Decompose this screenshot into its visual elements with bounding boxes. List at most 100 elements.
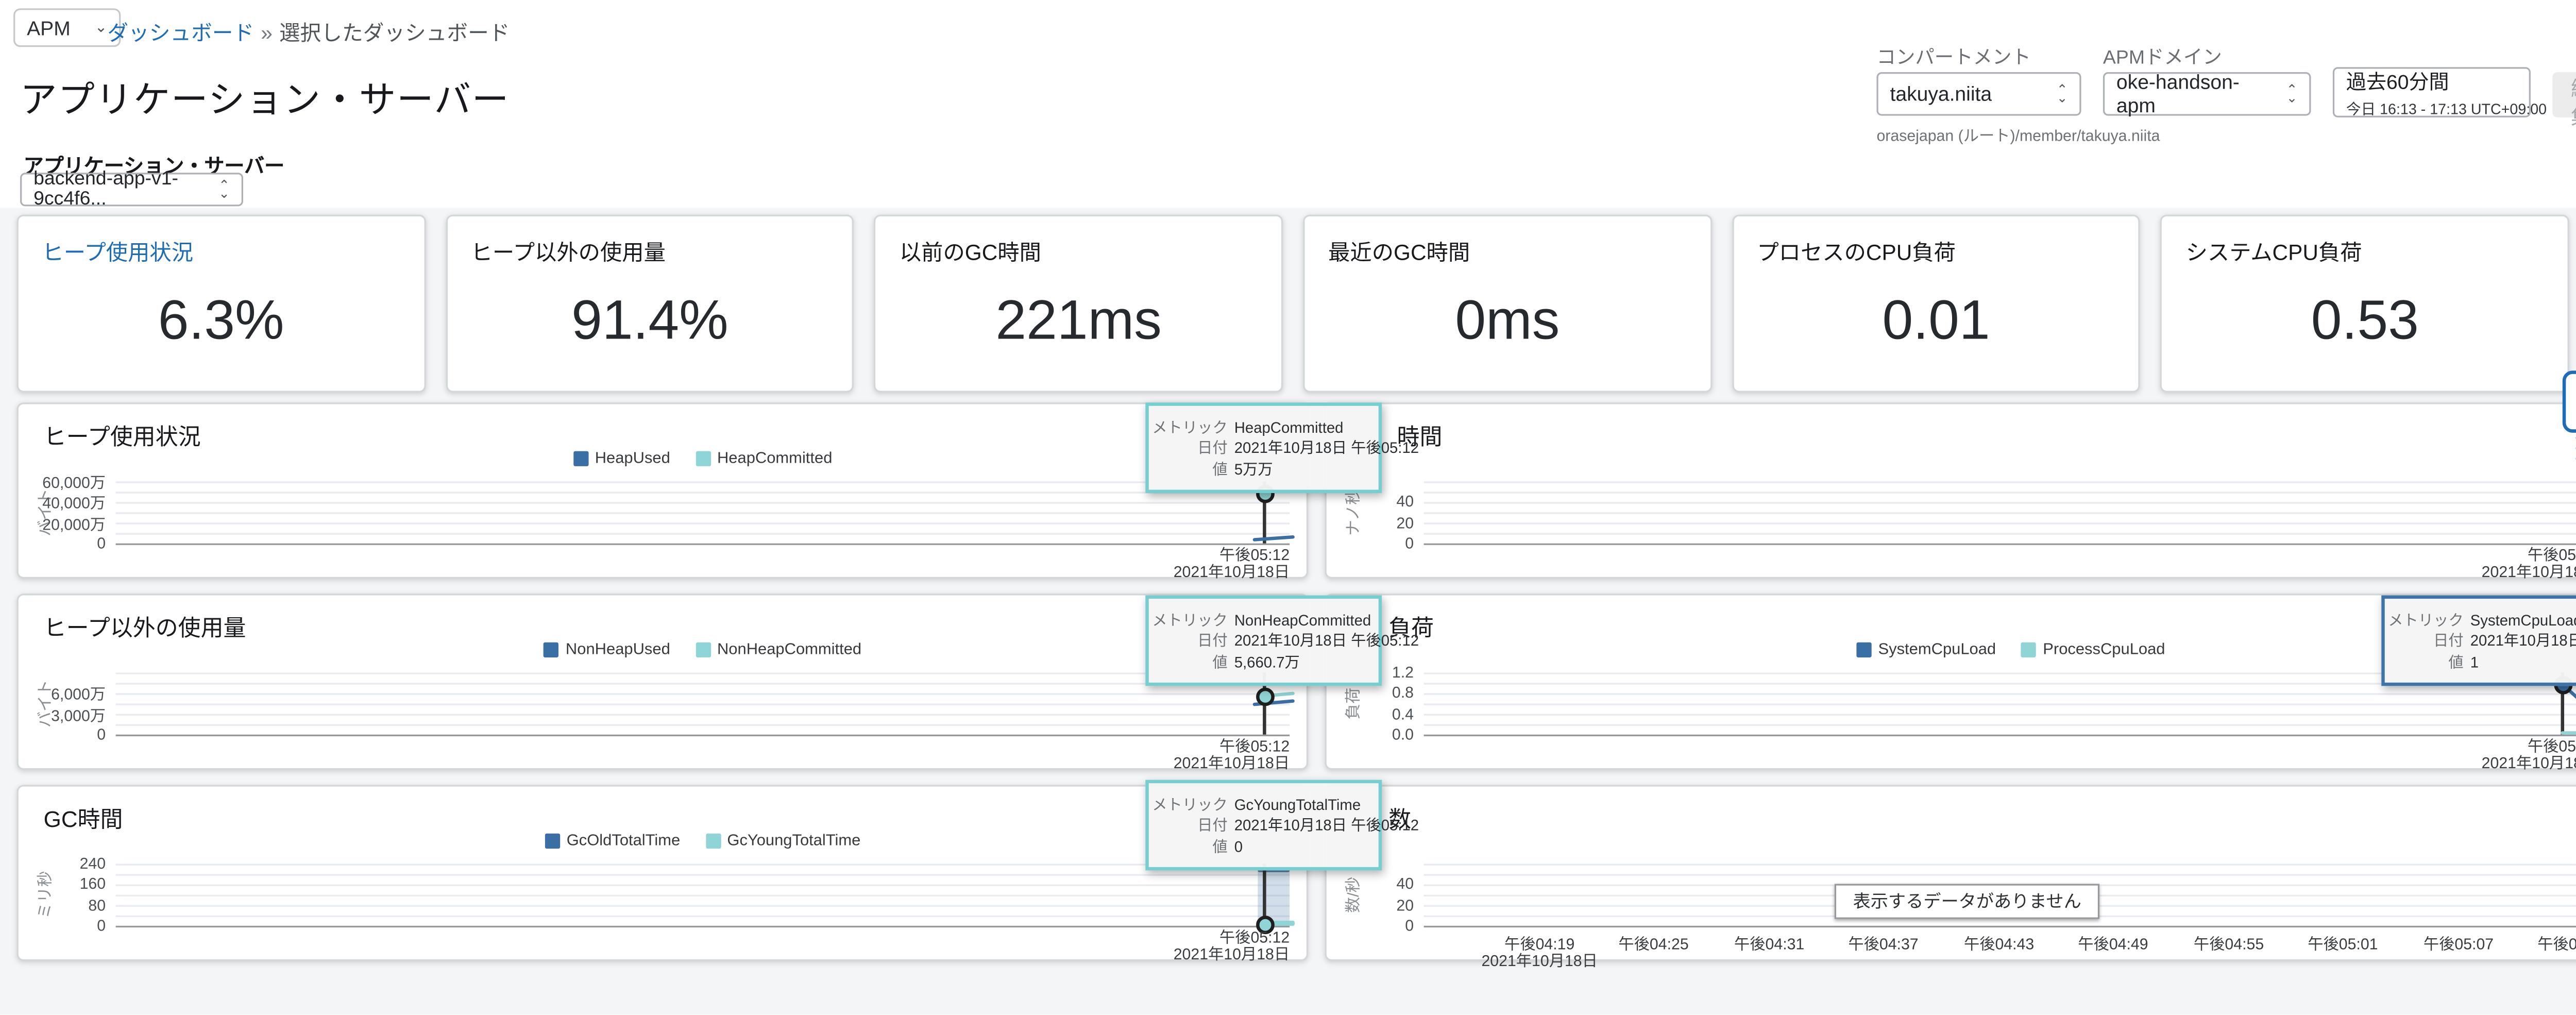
- dashboard-controls: コンパートメント takuya.niita ⌃⌄ orasejapan (ルート…: [1876, 44, 2576, 146]
- chart-card-gc-time: GC時間 GcOldTotalTime GcYoungTotalTime ミリ秒…: [16, 785, 1308, 962]
- chart-card-cpu-load: 負荷 SystemCpuLoad ProcessCpuLoad 負荷 1.2 0…: [1325, 594, 2576, 770]
- kpi-value: 0.01: [1882, 288, 1990, 351]
- legend-item-nonheapused[interactable]: NonHeapUsed: [544, 640, 670, 659]
- breadcrumb-separator: »: [261, 22, 273, 45]
- kpi-card-recent-gc-time: 最近のGC時間 0ms: [1303, 214, 1712, 393]
- chart-legend: HeapUsed HeapCommitted: [116, 449, 1290, 468]
- y-tick: 0: [1405, 535, 1414, 552]
- chart-title: ヒープ使用状況: [43, 424, 201, 450]
- legend-swatch: [695, 642, 710, 657]
- legend-swatch: [545, 833, 560, 849]
- y-tick: 20: [1396, 896, 1414, 914]
- x-tick: 午後04:25: [1618, 936, 1689, 953]
- y-tick: 3,000万: [51, 707, 106, 724]
- chart-plot[interactable]: 6,000万 3,000万 0: [51, 672, 1295, 743]
- no-data-message: 表示するデータがありません: [1834, 884, 2100, 919]
- legend-swatch: [1856, 642, 1872, 657]
- compartment-control: コンパートメント takuya.niita ⌃⌄ orasejapan (ルート…: [1876, 44, 2160, 146]
- data-point-marker[interactable]: [1255, 915, 1274, 934]
- apm-domain-label: APMドメイン: [2103, 48, 2222, 69]
- y-tick: 40,000万: [42, 495, 106, 512]
- x-tick: 午後04:31: [1734, 936, 1805, 953]
- kpi-value: 0.53: [2311, 288, 2419, 351]
- y-tick: 6,000万: [51, 686, 106, 703]
- time-range-select[interactable]: 過去60分間 今日 16:13 - 17:13 UTC+09:00 ⌃⌄: [2332, 67, 2568, 117]
- kpi-title: プロセスのCPU負荷: [1757, 240, 1956, 265]
- y-tick: 20,000万: [42, 516, 106, 533]
- y-tick: 0: [97, 535, 106, 552]
- y-tick: 0.8: [1392, 685, 1414, 702]
- series-gcyoung-line: [1271, 920, 1295, 925]
- breadcrumb-current: 選択したダッシュボード: [279, 22, 510, 45]
- kpi-card-previous-gc-time: 以前のGC時間 221ms: [874, 214, 1283, 393]
- x-tick: 午後04:19: [1504, 936, 1575, 953]
- y-tick: 0.0: [1392, 726, 1414, 743]
- legend-item-systemcpuload[interactable]: SystemCpuLoad: [1856, 640, 1996, 659]
- legend-item-processcpuload[interactable]: ProcessCpuLoad: [2021, 640, 2165, 659]
- y-tick: 40: [1396, 494, 1414, 511]
- series-heapused-line: [1252, 535, 1295, 542]
- kpi-title: システムCPU負荷: [2185, 240, 2362, 265]
- legend-swatch: [573, 451, 588, 466]
- legend-swatch: [544, 642, 559, 657]
- chart-title: GC時間: [43, 806, 123, 832]
- legend-swatch: [705, 833, 721, 849]
- chart-card-heap-usage: ヒープ使用状況 HeapUsed HeapCommitted バイト 60,00…: [16, 402, 1308, 580]
- apm-domain-select[interactable]: oke-handson-apm ⌃⌄: [2103, 71, 2311, 117]
- kpi-card-process-cpu-load: プロセスのCPU負荷 0.01: [1732, 214, 2141, 393]
- apm-service-label: APM: [27, 15, 71, 40]
- legend-item-gcoldtotaltime[interactable]: GcOldTotalTime: [545, 832, 680, 850]
- apm-service-select[interactable]: APM ⌄: [13, 8, 121, 47]
- kpi-title-link[interactable]: ヒープ使用状況: [42, 240, 194, 265]
- select-chevrons-icon: ⌃⌄: [218, 178, 230, 201]
- chart-title: 数: [1388, 806, 1412, 832]
- time-range-control: 過去60分間 今日 16:13 - 17:13 UTC+09:00 ⌃⌄: [2332, 67, 2568, 117]
- y-tick: 20: [1396, 514, 1414, 531]
- compartment-label: コンパートメント: [1876, 48, 2031, 69]
- chart-legend: SystemCpuLoad ProcessCpuLoad: [1424, 640, 2576, 659]
- chart-plot[interactable]: 60,000万 40,000万 20,000万 0: [42, 475, 1295, 552]
- series-processcpuload-line: [2561, 730, 2576, 734]
- y-tick: 0.4: [1392, 705, 1414, 722]
- kpi-value: 0ms: [1455, 288, 1560, 351]
- chart-card-count: 数 数/秒 40 20 0 表示するデータがありません 午後04:19 午後04…: [1325, 785, 2576, 969]
- x-axis-date: 2021年10月18日: [1481, 952, 1598, 969]
- chart-plot[interactable]: 40 20 0: [1396, 481, 2576, 552]
- hover-line: [2561, 672, 2564, 735]
- y-tick: 0: [97, 917, 106, 935]
- compartment-path: orasejapan (ルート)/member/takuya.niita: [1876, 127, 2160, 144]
- legend-item-nonheapcommitted[interactable]: NonHeapCommitted: [695, 640, 861, 659]
- x-tick: 午後04:37: [1848, 936, 1919, 953]
- legend-item-heapcommitted[interactable]: HeapCommitted: [695, 449, 832, 468]
- kpi-title: 最近のGC時間: [1328, 240, 1470, 265]
- y-tick: 0: [1405, 917, 1414, 935]
- legend-item-heapused[interactable]: HeapUsed: [573, 449, 670, 468]
- drag-handle-dots-icon[interactable]: [2572, 432, 2576, 462]
- legend-item-gcyoungtotaltime[interactable]: GcYoungTotalTime: [705, 832, 860, 850]
- app-server-select[interactable]: backend-app-v1-9cc4f6... ⌃⌄: [20, 170, 243, 210]
- edit-button[interactable]: 編集: [2552, 72, 2576, 129]
- y-tick: 40: [1396, 876, 1414, 893]
- help-widget-button[interactable]: [2562, 370, 2576, 433]
- y-axis-unit: ミリ秒: [36, 871, 55, 919]
- kpi-row: ヒープ使用状況 6.3% ヒープ以外の使用量 91.4% 以前のGC時間 221…: [16, 214, 2569, 393]
- page-title: アプリケーション・サーバー: [20, 78, 510, 121]
- apm-domain-control: APMドメイン oke-handson-apm ⌃⌄: [2103, 44, 2311, 117]
- x-tick: 午後04:49: [2078, 936, 2148, 953]
- breadcrumb: ダッシュボード » 選択したダッシュボード: [107, 15, 510, 47]
- breadcrumb-dashboards-link[interactable]: ダッシュボード: [107, 22, 255, 45]
- series-nonheapcommitted-line: [1271, 692, 1295, 699]
- chart-plot[interactable]: 240 160 80 0: [80, 855, 1295, 934]
- hover-line: [1263, 864, 1265, 926]
- x-tick: 午後04:43: [1963, 936, 2035, 953]
- legend-swatch: [695, 451, 710, 466]
- x-tick: 午後05:01: [2308, 936, 2378, 953]
- data-point-marker[interactable]: [1255, 688, 1274, 707]
- compartment-select[interactable]: takuya.niita ⌃⌄: [1876, 72, 2081, 116]
